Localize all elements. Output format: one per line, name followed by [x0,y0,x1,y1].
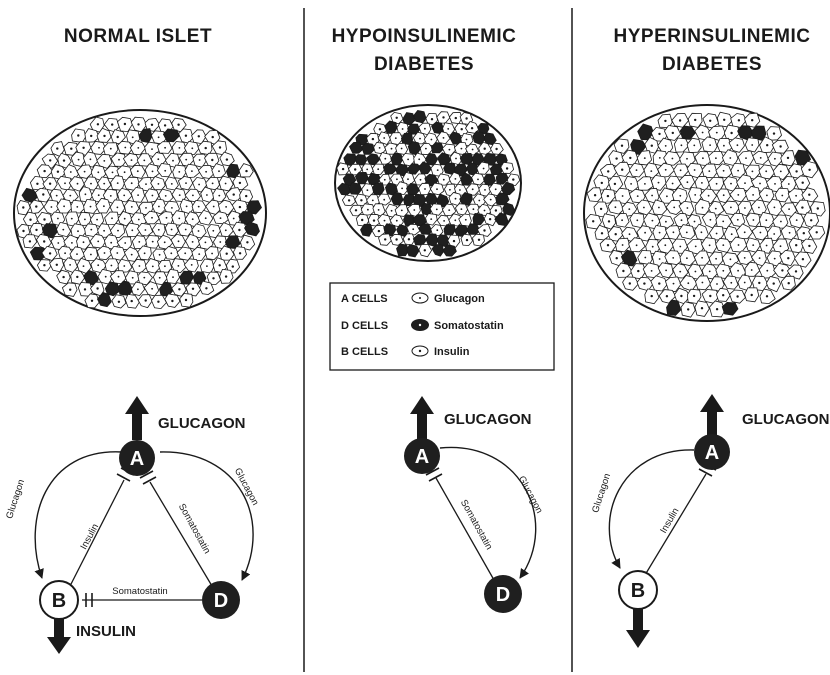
normal-regulation-diagram: GLUCAGON Glucagon Glucagon Insulin Somat… [4,396,261,654]
insulin-inhibit-label: Insulin [78,522,101,551]
legend-insulin: Insulin [434,346,470,358]
glucagon-out-arrow [125,396,149,440]
hyper-glucagon-to-b-arrow [609,450,694,568]
b-node-letter: B [52,590,66,612]
hypo-glucagon-label: Glucagon [516,474,545,515]
hyper-glucagon-out-arrow [700,394,724,436]
legend-somatostatin: Somatostatin [434,320,504,332]
hypo-title-line2: DIABETES [374,54,474,75]
hypo-title-line1: HYPOINSULINEMIC [332,26,517,47]
somatostatin-label-bottom: Somatostatin [112,586,167,597]
legend-a-cells: A CELLS [341,293,388,305]
hyper-insulin-out-arrow [626,609,650,648]
legend-b-cells: B CELLS [341,346,388,358]
glucagon-output-label: GLUCAGON [158,415,246,432]
hyper-title-line2: DIABETES [662,54,762,75]
hypo-regulation-diagram: GLUCAGON Glucagon Somatostatin A D [404,396,545,613]
hypo-somatostatin-label: Somatostatin [458,498,495,552]
d-node-letter: D [214,590,228,612]
hypo-islet-illustration [335,105,521,261]
insulin-output-label: INSULIN [76,623,136,640]
glucagon-to-b-arrow [35,452,122,578]
normal-islet-illustration [14,110,266,316]
normal-islet-title: NORMAL ISLET [64,26,212,47]
hyper-a-node-letter: A [705,442,719,464]
legend-glucagon: Glucagon [434,293,485,305]
hyper-title-line1: HYPERINSULINEMIC [614,26,811,47]
hyper-b-node-letter: B [631,580,645,602]
hyper-insulin-inhibit-line [645,474,706,575]
hypo-glucagon-output-label: GLUCAGON [444,411,532,428]
hypo-glucagon-out-arrow [410,396,434,440]
hypo-a-node-letter: A [415,446,429,468]
legend-d-cells: D CELLS [341,320,388,332]
glucagon-label-left: Glucagon [4,478,27,520]
hyper-regulation-diagram: GLUCAGON Glucagon Insulin A B [590,394,829,648]
somatostatin-label-diag: Somatostatin [176,502,213,556]
hyper-islet-illustration [584,105,830,321]
cell-legend: A CELLS Glucagon D CELLS Somatostatin B … [330,283,554,370]
insulin-out-arrow [47,619,71,654]
a-node-letter: A [130,448,144,470]
hypo-glucagon-to-d-arrow [440,447,536,578]
hyper-glucagon-output-label: GLUCAGON [742,411,830,428]
hyper-glucagon-label: Glucagon [590,472,613,514]
hypo-d-node-letter: D [496,584,510,606]
